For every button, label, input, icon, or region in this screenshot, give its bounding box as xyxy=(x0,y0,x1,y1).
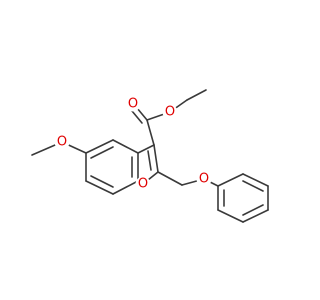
molecule-structure: O O O O O xyxy=(31,89,269,223)
bond-c3-carbonyl-c xyxy=(146,119,155,146)
atom-label-o-ester: O xyxy=(165,105,175,120)
atom-label-o-carbonyl: O xyxy=(128,97,138,112)
bond-c3-c2-inner xyxy=(147,150,152,171)
bond-c7-c6 xyxy=(85,180,114,195)
atom-o-furan: O xyxy=(135,176,151,192)
bond-ph1-ph2 xyxy=(217,173,244,187)
bond-c7a-c7 xyxy=(112,180,139,195)
atom-o-methoxy: O xyxy=(54,134,70,150)
atom-label-o-methoxy: O xyxy=(57,135,67,150)
bond-ph4-ph5-inner xyxy=(242,204,264,216)
bond-ch2-ch3 xyxy=(186,89,207,101)
bond-ph4-ph5 xyxy=(242,209,269,223)
atom-o-ester: O xyxy=(162,104,178,120)
bond-c7-c6-inner xyxy=(90,175,114,188)
bond-c2-ch2 xyxy=(157,171,183,186)
bond-c4-c4-inner xyxy=(90,146,114,159)
atom-label-o-furan: O xyxy=(138,177,148,192)
bond-ph2-ph3 xyxy=(242,173,269,187)
bond-c3a-c3 xyxy=(137,144,155,154)
bond-ph2-ph3-inner xyxy=(242,180,264,192)
bond-layer xyxy=(31,89,269,223)
bond-carbonyl-double-b xyxy=(131,110,143,124)
atom-o-carbonyl: O xyxy=(125,96,141,112)
bond-ph5-ph6 xyxy=(217,209,244,223)
bond-c4-c3a xyxy=(112,139,139,154)
atom-o-phenoxy: O xyxy=(196,171,212,187)
atom-layer: O O O O O xyxy=(54,96,212,192)
bond-c3-c2 xyxy=(153,144,159,173)
atom-label-o-phenoxy: O xyxy=(199,172,209,187)
bond-c5-c4 xyxy=(85,139,114,154)
bond-carbonyl-double-a xyxy=(136,107,148,121)
